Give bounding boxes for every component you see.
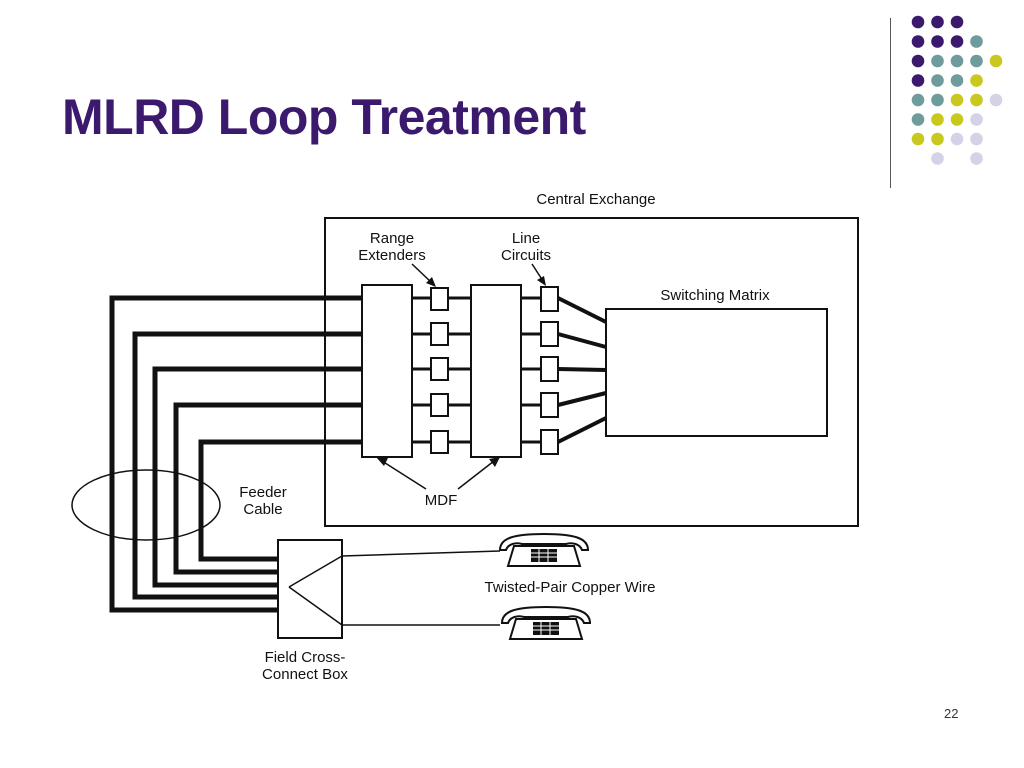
range-extender-unit: [430, 357, 449, 381]
cross-connect-box: [277, 539, 343, 639]
line-circuit-units: [540, 286, 559, 455]
mdf-frame-left: [361, 284, 413, 458]
central-exchange-label: Central Exchange: [536, 191, 655, 208]
feeder-cable-1: [109, 295, 362, 613]
feeder-cable-5: [198, 439, 362, 562]
cross-connect-label-line2: Connect Box: [262, 666, 348, 683]
range-extender-units: [430, 287, 449, 454]
mdf-label: MDF: [425, 492, 458, 509]
range-extender-unit: [430, 430, 449, 454]
mdf-arrowhead-right: [489, 457, 500, 467]
range-extenders-arrowhead: [426, 277, 436, 287]
telephone-icon: [500, 605, 592, 640]
feeder-cable-3: [152, 366, 362, 588]
line-circuit-unit: [540, 286, 559, 312]
twisted-pair-line-top: [341, 550, 501, 557]
line-circuit-unit: [540, 429, 559, 455]
line-circuits-label-line2: Circuits: [501, 247, 551, 264]
feeder-cable-2: [132, 331, 362, 600]
mdf-pointer-right: [457, 460, 495, 490]
matrix-fan-in: [557, 296, 607, 444]
telephone-icon: [498, 532, 590, 567]
page-number: 22: [944, 706, 959, 721]
line-circuit-unit: [540, 392, 559, 418]
line-circuits-label-line1: Line: [512, 230, 540, 247]
feeder-cables: [109, 295, 362, 613]
range-extenders-label-line1: Range: [370, 230, 414, 247]
feeder-cable-4: [173, 402, 362, 575]
mdf-pointer-left: [381, 460, 427, 490]
central-exchange-box: [324, 217, 859, 527]
title-divider: [890, 18, 891, 188]
switching-matrix-box: [605, 308, 828, 437]
feeder-cable-ellipse: [71, 469, 221, 541]
range-extenders-pointer: [411, 263, 433, 284]
range-extender-unit: [430, 393, 449, 417]
feeder-cable-label-line1: Feeder: [239, 484, 287, 501]
feeder-cable-label-line2: Cable: [243, 501, 282, 518]
cross-connect-label-line1: Field Cross-: [265, 649, 346, 666]
switching-matrix-label: Switching Matrix: [660, 287, 770, 304]
twisted-pair-label: Twisted-Pair Copper Wire: [485, 579, 656, 596]
range-extender-unit: [430, 322, 449, 346]
range-extenders-label-line2: Extenders: [358, 247, 426, 264]
line-circuits-arrowhead: [537, 276, 546, 286]
line-circuit-unit: [540, 356, 559, 382]
range-extender-unit: [430, 287, 449, 311]
mdf-arrowhead-left: [376, 457, 388, 466]
mdf-frame-right: [470, 284, 522, 458]
slide-title: MLRD Loop Treatment: [62, 89, 586, 145]
line-circuit-unit: [540, 321, 559, 347]
